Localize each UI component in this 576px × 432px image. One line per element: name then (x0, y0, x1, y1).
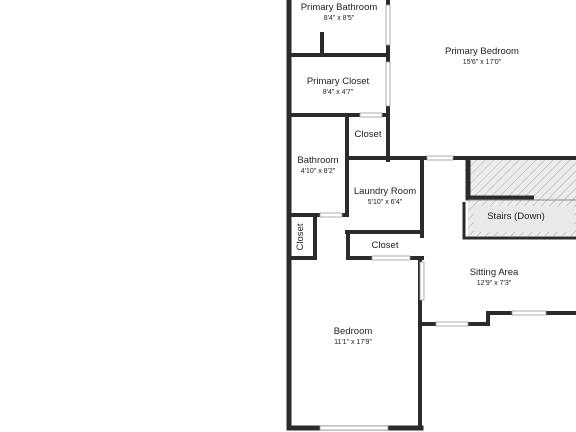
room-closet-middle: Closet (372, 240, 399, 251)
room-dims: 11'1" x 17'9" (334, 339, 372, 346)
room-primary-bedroom: Primary Bedroom 15'6" x 17'0" (445, 46, 519, 66)
room-bedroom: Bedroom 11'1" x 17'9" (334, 326, 373, 346)
room-dims: 4'10" x 8'2" (301, 168, 336, 175)
room-sitting-area: Sitting Area 12'9" x 7'3" (470, 267, 519, 287)
room-name: Primary Closet (307, 76, 370, 87)
room-name: Laundry Room (354, 186, 416, 197)
openings (319, 4, 547, 431)
room-name: Stairs (Down) (487, 211, 545, 222)
stairs (462, 160, 576, 240)
room-name: Closet (355, 129, 382, 140)
room-closet-upper: Closet (355, 129, 382, 140)
room-name: Sitting Area (470, 267, 519, 278)
room-dims: 12'9" x 7'3" (477, 280, 512, 287)
room-laundry-room: Laundry Room 5'10" x 6'4" (354, 186, 416, 206)
room-name: Bathroom (297, 155, 338, 166)
room-name: Closet (372, 240, 399, 251)
room-bathroom: Bathroom 4'10" x 8'2" (297, 155, 338, 175)
room-primary-closet: Primary Closet 8'4" x 4'7" (307, 76, 370, 96)
room-name: Bedroom (334, 326, 373, 337)
room-name: Closet (295, 223, 306, 250)
room-name: Primary Bedroom (445, 46, 519, 57)
room-closet-left: Closet (295, 223, 306, 250)
room-dims: 5'10" x 6'4" (368, 199, 403, 206)
room-name: Primary Bathroom (301, 2, 378, 13)
room-primary-bathroom: Primary Bathroom 8'4" x 8'5" (301, 2, 378, 22)
room-dims: 8'4" x 8'5" (324, 15, 355, 22)
stairs-label: Stairs (Down) (487, 211, 545, 222)
room-dims: 15'6" x 17'0" (463, 59, 502, 66)
room-dims: 8'4" x 4'7" (323, 89, 354, 96)
